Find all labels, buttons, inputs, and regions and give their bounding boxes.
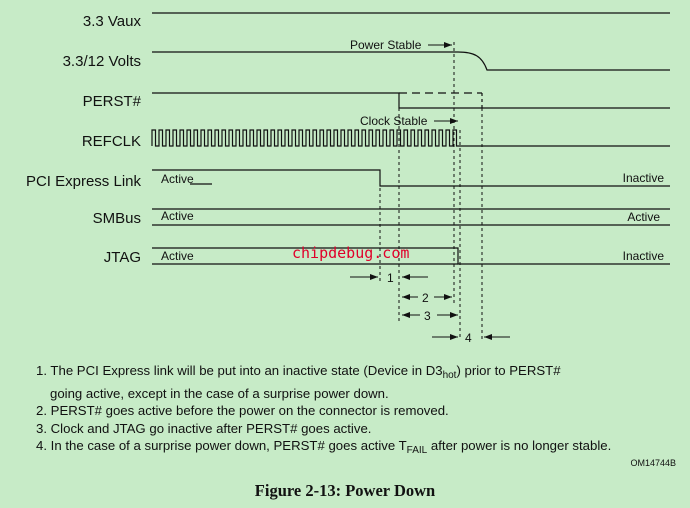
note-1-text-end: ) prior to PERST# bbox=[456, 363, 561, 378]
signal-label-jtag: JTAG bbox=[104, 249, 141, 266]
signal-label-pcie: PCI Express Link bbox=[26, 173, 142, 190]
waveform-perst bbox=[152, 92, 670, 109]
note-2: 2. PERST# goes active before the power o… bbox=[36, 403, 449, 419]
signal-label-refclk: REFCLK bbox=[82, 133, 141, 150]
interval-1-label: 1 bbox=[387, 271, 394, 285]
waveform-jtag bbox=[152, 247, 670, 265]
note-3: 3. Clock and JTAG go inactive after PERS… bbox=[36, 420, 372, 436]
figure-id-svg: OM14744B bbox=[630, 458, 676, 468]
timing-diagram: 3.3 Vaux 3.3/12 Volts PERST# REFCLK PCI … bbox=[26, 12, 670, 345]
note-1-continuation: going active, except in the case of a su… bbox=[50, 385, 389, 401]
signal-label-volts: 3.3/12 Volts bbox=[63, 53, 141, 70]
note-4-sub: FAIL bbox=[406, 445, 428, 457]
note-4-text: 4. In the case of a surprise power down,… bbox=[36, 438, 407, 454]
note-1: 1. The PCI Express link will be put into… bbox=[36, 362, 686, 402]
note-1-text: 1. The PCI Express link will be put into… bbox=[36, 363, 443, 378]
note-4: 4. In the case of a surprise power down,… bbox=[36, 437, 686, 460]
smbus-start-state: Active bbox=[161, 209, 194, 223]
waveform-refclk bbox=[151, 129, 670, 147]
jtag-start-state: Active bbox=[161, 249, 194, 263]
clock-stable-label: Clock Stable bbox=[360, 114, 428, 128]
signal-label-vaux: 3.3 Vaux bbox=[83, 13, 142, 30]
interval-4-label: 4 bbox=[465, 331, 472, 345]
signal-label-smbus: SMBus bbox=[93, 210, 141, 227]
interval-2-label: 2 bbox=[422, 291, 429, 305]
note-1-sub: hot bbox=[442, 370, 457, 381]
smbus-end-state: Active bbox=[627, 210, 660, 224]
pcie-start-state: Active bbox=[161, 172, 194, 186]
signal-label-perst: PERST# bbox=[83, 93, 142, 110]
interval-3-label: 3 bbox=[424, 309, 431, 323]
note-4-text-end: after power is no longer stable. bbox=[427, 438, 612, 454]
figure-id: OM14744B bbox=[630, 458, 676, 468]
notes-list: 1. The PCI Express link will be put into… bbox=[36, 362, 686, 460]
watermark-text: chipdebug.com bbox=[292, 244, 409, 262]
waveform-volts bbox=[152, 51, 670, 71]
jtag-end-state: Inactive bbox=[623, 249, 665, 263]
figure-caption: Figure 2-13: Power Down bbox=[254, 481, 436, 500]
power-stable-label: Power Stable bbox=[350, 38, 422, 52]
pcie-end-state: Inactive bbox=[623, 171, 665, 185]
waveform-pcie bbox=[152, 169, 670, 187]
